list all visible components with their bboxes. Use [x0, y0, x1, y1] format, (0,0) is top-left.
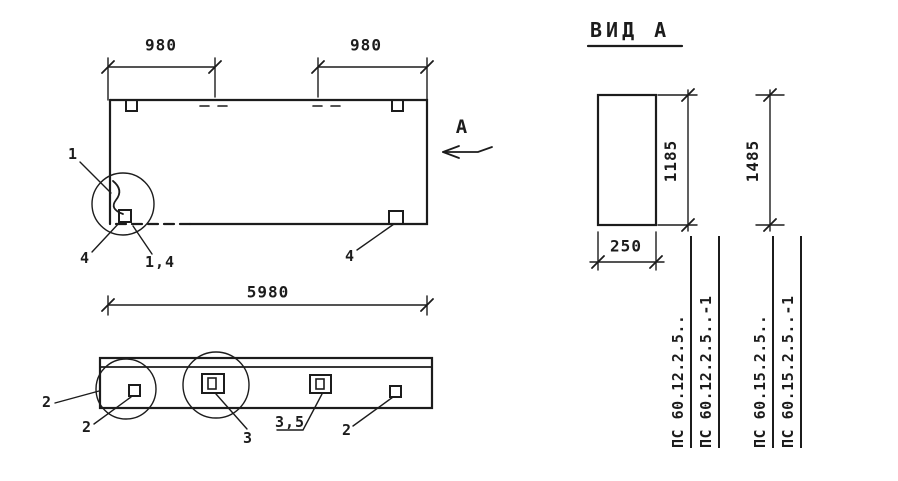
callout-label-1: 1 — [67, 145, 79, 163]
callout-label-2-right: 2 — [341, 421, 353, 439]
part-mark-ps-60-15-1: ПС 60.15.2.5..-1 — [778, 236, 802, 448]
view-arrow-label: А — [455, 116, 469, 138]
elevation-outline — [98, 356, 434, 410]
callout-label-3: 3 — [242, 429, 254, 447]
plan-dimension-lines — [107, 57, 428, 316]
plan-leader-lines — [79, 161, 395, 255]
elevation-detail-circles — [95, 351, 250, 420]
elevation-leader-lines — [54, 390, 394, 431]
dim-label-980-right: 980 — [350, 35, 382, 55]
dim-label-250: 250 — [610, 236, 642, 256]
dim-label-1185: 1185 — [661, 139, 680, 183]
part-mark-ps-60-15: ПС 60.15.2.5.. — [750, 236, 774, 448]
plan-view-outline — [108, 98, 429, 226]
side-view-outline — [586, 44, 684, 227]
callout-label-4-right: 4 — [344, 247, 356, 265]
view-direction-arrow — [442, 145, 493, 159]
view-a-title: ВИД А — [590, 18, 671, 42]
plan-dimension-ticks — [101, 60, 434, 312]
plan-detail-circle — [91, 172, 155, 236]
callout-label-1-4: 1,4 — [144, 253, 176, 271]
side-dimension-ticks — [591, 88, 777, 269]
dim-label-5980: 5980 — [246, 282, 290, 302]
callout-label-4-left: 4 — [79, 249, 91, 267]
callout-label-3-5: 3,5 — [274, 413, 306, 431]
callout-label-2-left: 2 — [41, 393, 53, 411]
callout-label-2-mid: 2 — [81, 418, 93, 436]
part-mark-ps-60-12: ПС 60.12.2.5.. — [668, 236, 692, 448]
dim-label-980-left: 980 — [145, 35, 177, 55]
part-mark-ps-60-12-1: ПС 60.12.2.5..-1 — [696, 236, 720, 448]
dim-label-1485: 1485 — [743, 139, 762, 183]
